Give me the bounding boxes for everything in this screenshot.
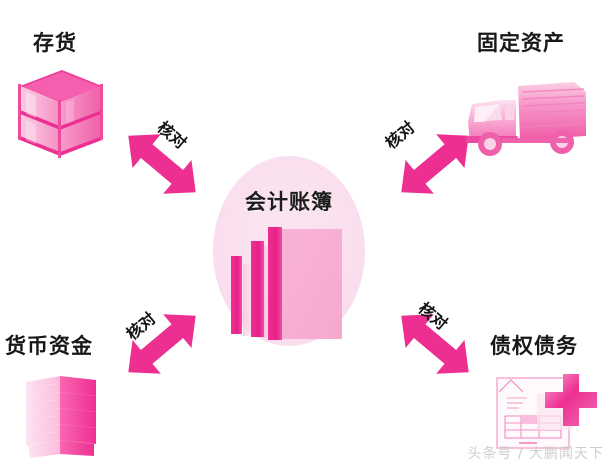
ledger-book-page-2 <box>264 246 269 338</box>
node-label-receivables-payables: 债权债务 <box>490 334 578 358</box>
ledger-book-spine-1 <box>231 256 242 334</box>
watermark-text: 头条号 / 大鹏闻天下 <box>467 446 604 462</box>
ledger-books-icon <box>231 222 343 340</box>
delivery-truck-icon <box>462 70 590 170</box>
node-label-monetary-funds: 货币资金 <box>5 334 93 358</box>
ledger-book-spine-2 <box>251 241 264 337</box>
connector-inventory-arrow <box>112 118 212 210</box>
connector-monetary-funds-arrow <box>112 298 212 390</box>
cash-stack-icon <box>16 370 112 466</box>
connector-fixed-assets-arrow <box>385 118 485 210</box>
center-node-label: 会计账簿 <box>245 190 333 214</box>
ledger-book-spine-3 <box>268 227 282 340</box>
invoice-document-icon <box>493 366 601 460</box>
shelving-rack-icon <box>12 66 108 170</box>
ledger-book-cover <box>282 229 342 339</box>
node-label-inventory: 存货 <box>33 31 77 55</box>
node-label-fixed-assets: 固定资产 <box>477 31 565 55</box>
connector-receivables-payables-arrow <box>385 298 485 390</box>
ledger-book-page-1 <box>243 264 252 336</box>
